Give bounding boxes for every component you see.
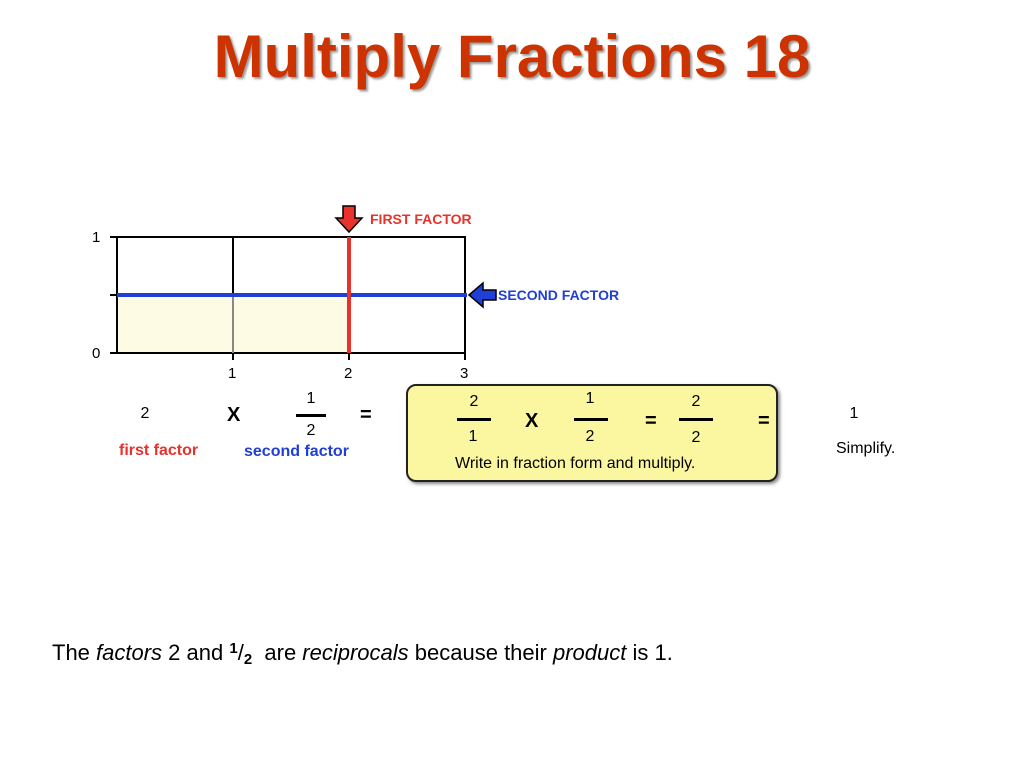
box-result-numerator: 2 bbox=[691, 393, 701, 410]
box-result-bar bbox=[679, 418, 713, 421]
sentence-text-4: because their bbox=[408, 640, 553, 665]
equals-sign: = bbox=[360, 404, 372, 426]
fraction-form-box bbox=[406, 384, 778, 482]
second-factor-label: SECOND FACTOR bbox=[498, 287, 619, 303]
term-product: product bbox=[552, 640, 627, 665]
second-factor-numerator: 1 bbox=[306, 390, 316, 407]
first-factor-value: 2 bbox=[140, 405, 150, 422]
page-title: Multiply Fractions 18 bbox=[213, 23, 811, 90]
box-equals-sign: = bbox=[645, 410, 657, 432]
sentence-text-2: 2 and bbox=[162, 640, 230, 665]
x-tick-label-3: 3 bbox=[460, 365, 468, 382]
second-factor-arrow-icon bbox=[467, 281, 497, 309]
term-factors: factors bbox=[96, 640, 163, 665]
box-equals-sign-2: = bbox=[758, 410, 770, 432]
x-tick-label-2: 2 bbox=[344, 365, 352, 382]
inline-fraction: 1/2 bbox=[229, 640, 253, 668]
x-tick-label-1: 1 bbox=[228, 365, 236, 382]
box-times-sign: X bbox=[525, 410, 539, 432]
area-model-diagram: FIRST FACTOR SECOND FACTOR 1 0 1 2 3 bbox=[92, 205, 619, 382]
box-fraction2-bar bbox=[574, 418, 608, 421]
sentence-text-5: is 1. bbox=[626, 640, 673, 665]
box-fraction2-numerator: 1 bbox=[585, 390, 595, 407]
sentence-text-3: are bbox=[252, 640, 303, 665]
second-factor-caption: second factor bbox=[244, 443, 349, 460]
box-fraction1-bar bbox=[457, 418, 491, 421]
times-sign: X bbox=[227, 404, 241, 426]
box-fraction1-numerator: 2 bbox=[469, 393, 479, 410]
inline-fraction-numerator: 1 bbox=[229, 640, 238, 657]
inline-fraction-denominator: 2 bbox=[243, 651, 253, 668]
explanation-sentence: The factors 2 and 1/2 are reciprocals be… bbox=[52, 640, 673, 668]
y-tick-label-0: 0 bbox=[92, 345, 100, 362]
inline-fraction-slash: / bbox=[237, 640, 244, 665]
box-result-denominator: 2 bbox=[691, 429, 701, 446]
first-factor-label: FIRST FACTOR bbox=[370, 211, 472, 227]
box-fraction2-denominator: 2 bbox=[585, 428, 595, 445]
first-factor-arrow-icon bbox=[334, 205, 364, 234]
box-fraction1-denominator: 1 bbox=[468, 428, 478, 445]
term-reciprocals: reciprocals bbox=[302, 640, 409, 665]
first-factor-caption: first factor bbox=[119, 442, 199, 459]
simplify-caption: Simplify. bbox=[836, 440, 896, 457]
second-factor-denominator: 2 bbox=[306, 422, 316, 439]
box-caption: Write in fraction form and multiply. bbox=[455, 455, 696, 472]
fraction-bar bbox=[296, 414, 326, 417]
simplified-result: 1 bbox=[849, 405, 859, 422]
sentence-text-1: The bbox=[52, 640, 97, 665]
y-tick-label-1: 1 bbox=[92, 229, 100, 246]
